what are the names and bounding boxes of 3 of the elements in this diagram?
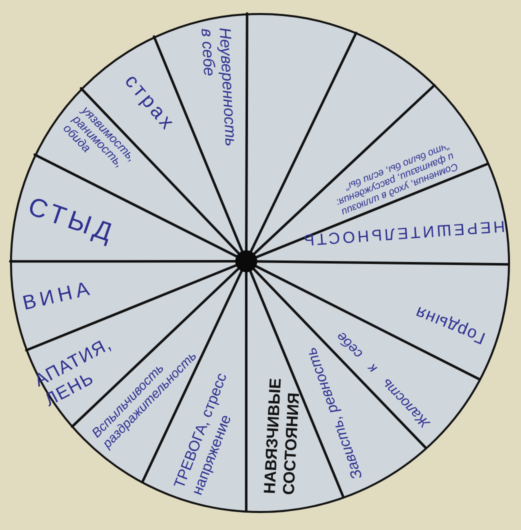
sector-label: НАВЯЗЧИВЫЕ СОСТОЯНИЯ (260, 368, 305, 495)
sector-label: Неуверенность в себе (196, 26, 239, 156)
sector-label: ВИНА (19, 272, 96, 318)
